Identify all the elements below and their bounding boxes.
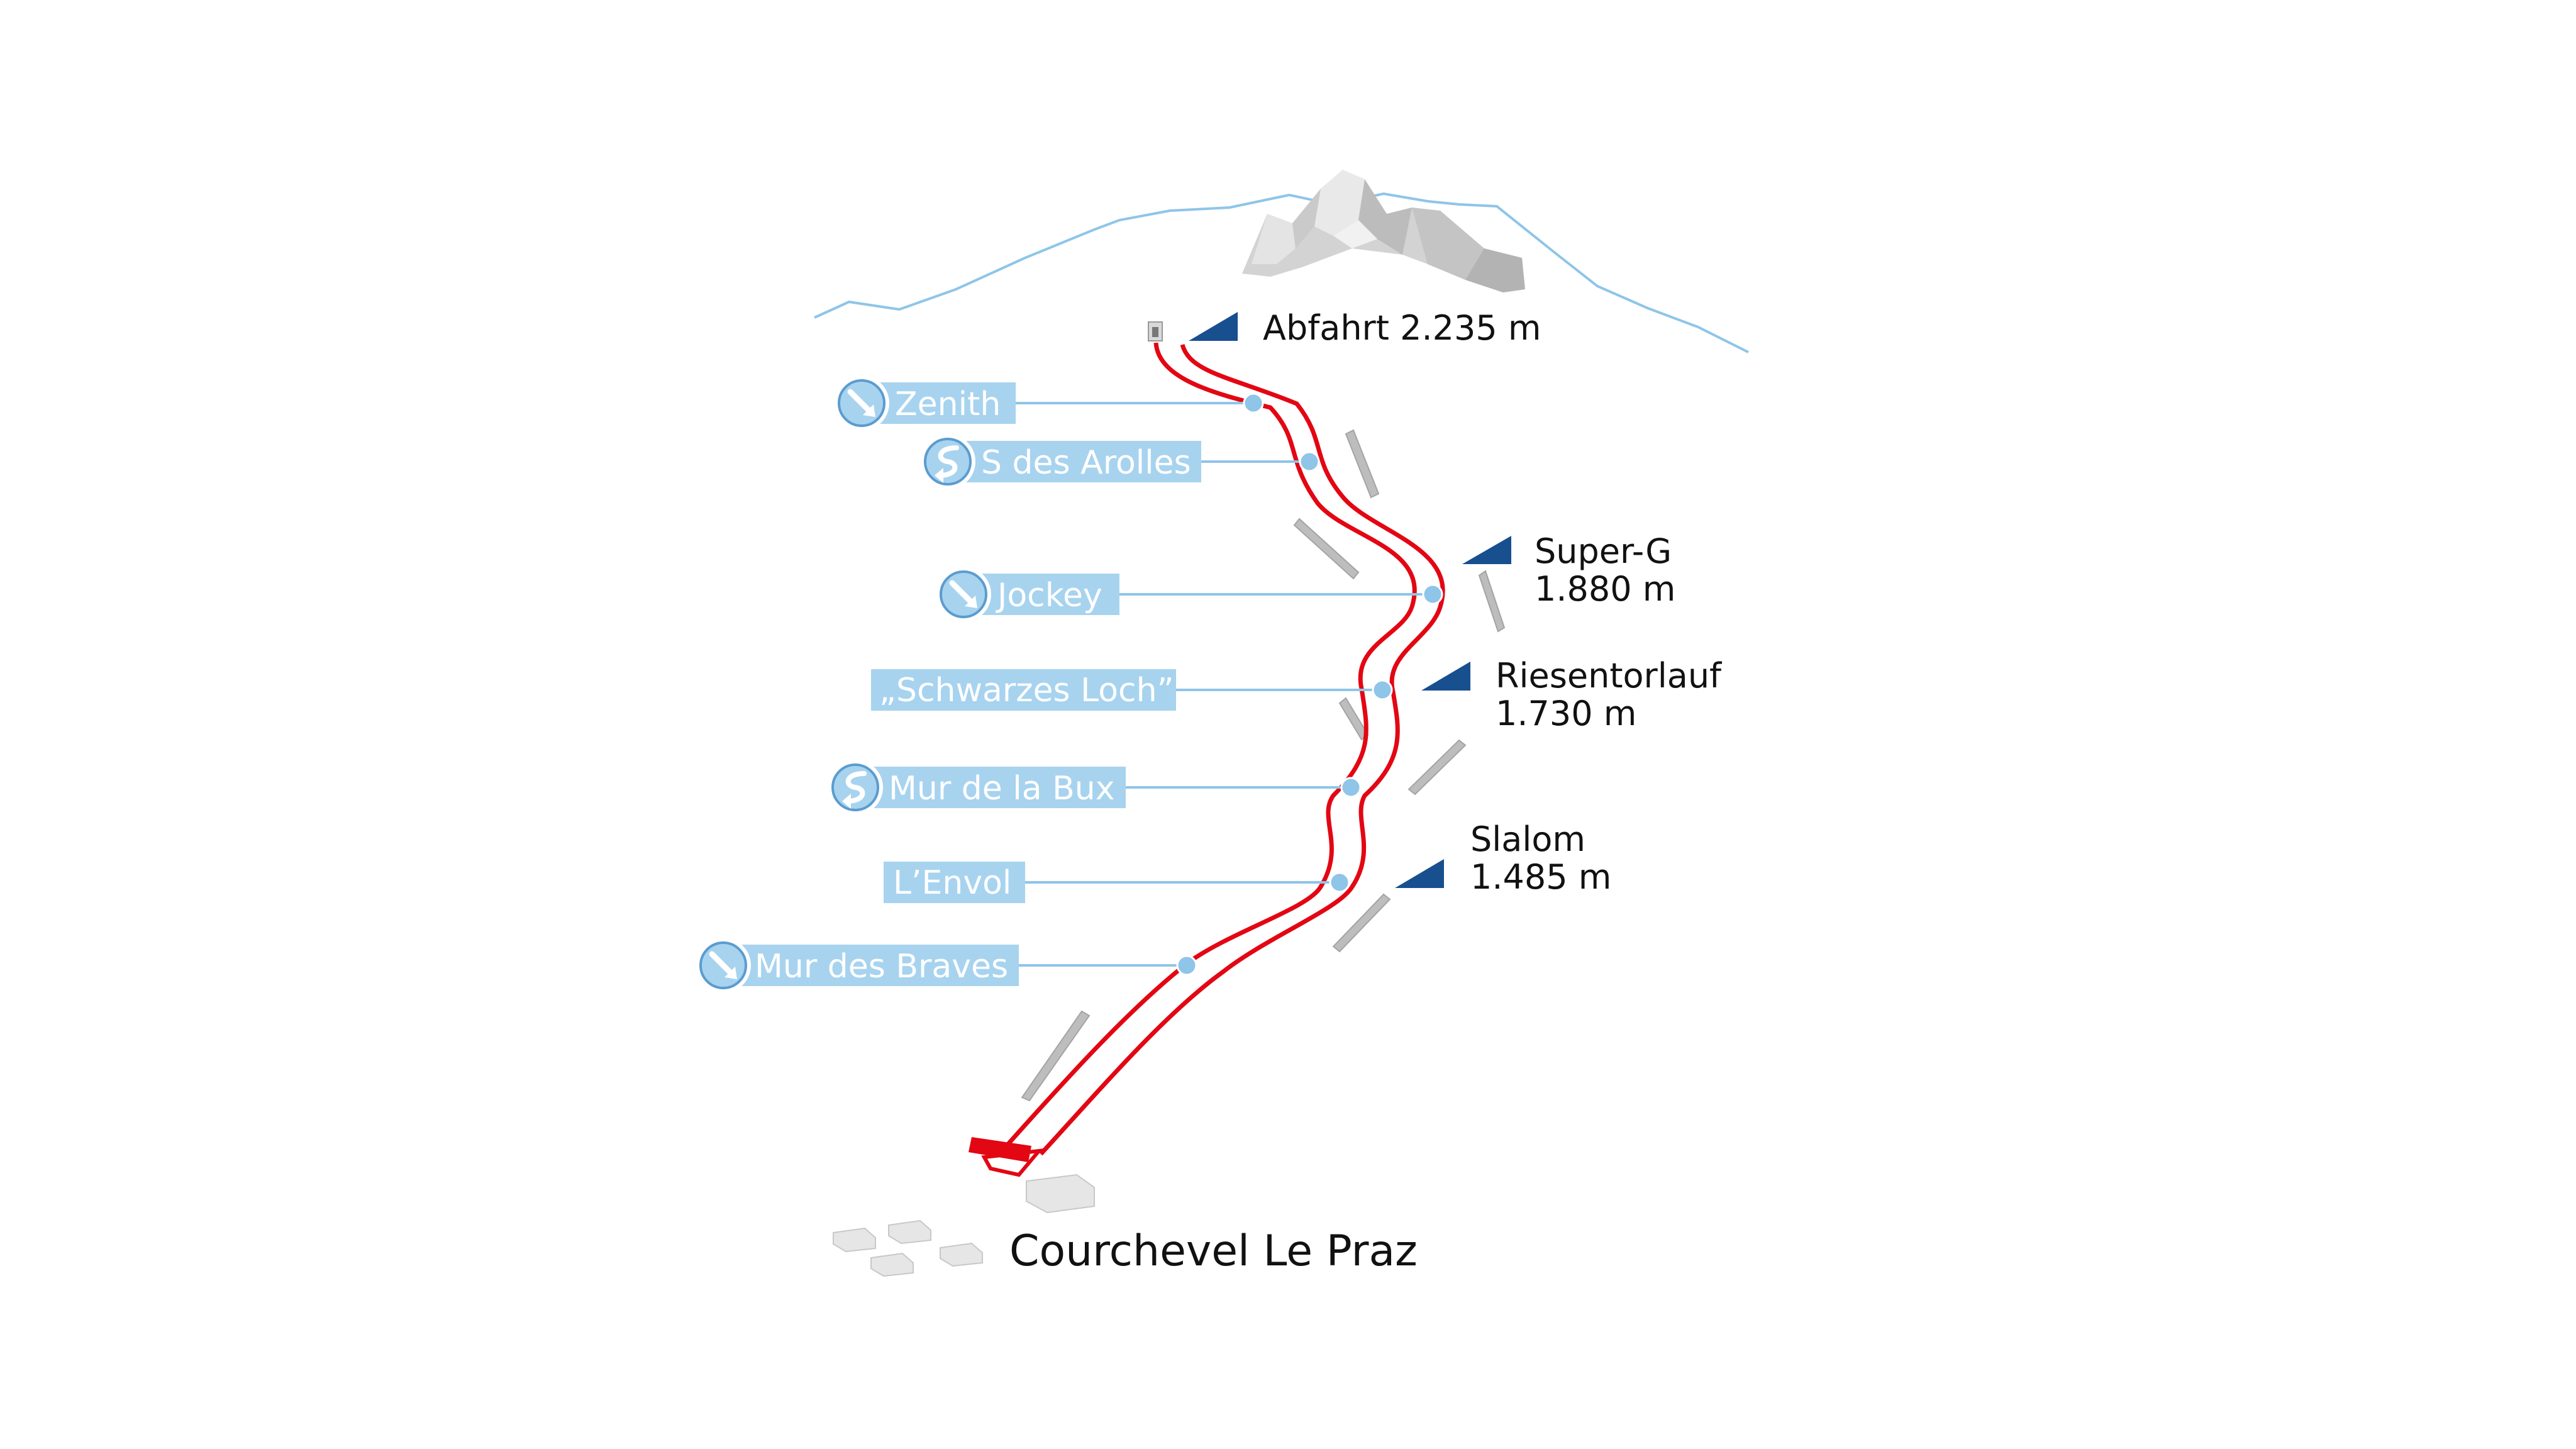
start-flag-icon (1395, 859, 1444, 888)
mountain-peak (1242, 170, 1525, 292)
start-superg: Super-G 1.880 m (1462, 531, 1675, 609)
s-curve-icon (828, 760, 883, 815)
start-riesentorlauf: Riesentorlauf 1.730 m (1421, 656, 1723, 733)
straight-arrow-icon (834, 375, 889, 431)
safety-nets (1021, 429, 1506, 1102)
village-buildings (833, 1174, 1095, 1277)
start-abfahrt: Abfahrt 2.235 m (1189, 308, 1541, 348)
track-right-edge (1039, 343, 1445, 1156)
finish-area (969, 1137, 1044, 1177)
section-label-mur-de-la-bux: Mur de la Bux (828, 760, 1126, 815)
straight-arrow-icon (696, 938, 751, 993)
section-text-mur-des-braves: Mur des Braves (755, 948, 1008, 985)
section-text-jockey: Jockey (996, 577, 1102, 614)
start-label-riesentorlauf: Riesentorlauf (1496, 656, 1723, 696)
start-flag-icon (1189, 312, 1238, 341)
start-label-slalom: Slalom (1470, 819, 1585, 859)
start-label-abfahrt: Abfahrt 2.235 m (1263, 308, 1541, 348)
section-text-schwarzes-loch: „Schwarzes Loch” (879, 672, 1174, 709)
start-flag-icon (1421, 662, 1470, 691)
dot-l-envol (1329, 872, 1350, 893)
dot-s-des-arolles (1299, 451, 1320, 472)
start-elevation-superg: 1.880 m (1535, 569, 1675, 609)
section-text-l-envol: L’Envol (893, 864, 1011, 902)
start-flag-icon (1462, 536, 1511, 564)
straight-arrow-icon (936, 567, 991, 622)
start-hut (1148, 321, 1163, 341)
dot-jockey (1422, 584, 1443, 605)
section-label-l-envol: L’Envol (884, 862, 1025, 903)
section-dots (1176, 392, 1443, 976)
section-text-zenith: Zenith (895, 386, 1001, 423)
dot-mur-de-la-bux (1340, 777, 1362, 798)
section-leader-lines (1016, 402, 1428, 967)
start-slalom: Slalom 1.485 m (1395, 819, 1611, 897)
s-curve-icon (920, 434, 975, 489)
start-elevation-slalom: 1.485 m (1470, 857, 1611, 897)
dot-zenith (1243, 392, 1264, 414)
mountain-ridge-line (814, 192, 1749, 353)
section-label-jockey: Jockey (936, 567, 1119, 622)
start-label-superg: Super-G (1535, 531, 1672, 571)
section-label-schwarzes-loch: „Schwarzes Loch” (871, 669, 1176, 711)
section-label-mur-des-braves: Mur des Braves (696, 938, 1019, 993)
dot-schwarzes-loch (1372, 679, 1393, 701)
section-label-s-des-arolles: S des Arolles (920, 434, 1201, 489)
section-text-mur-de-la-bux: Mur de la Bux (889, 770, 1115, 808)
section-text-s-des-arolles: S des Arolles (981, 444, 1191, 482)
village-name: Courchevel Le Praz (1009, 1226, 1418, 1276)
section-label-zenith: Zenith (834, 375, 1016, 431)
dot-mur-des-braves (1176, 955, 1197, 976)
start-elevation-riesentorlauf: 1.730 m (1496, 694, 1636, 733)
